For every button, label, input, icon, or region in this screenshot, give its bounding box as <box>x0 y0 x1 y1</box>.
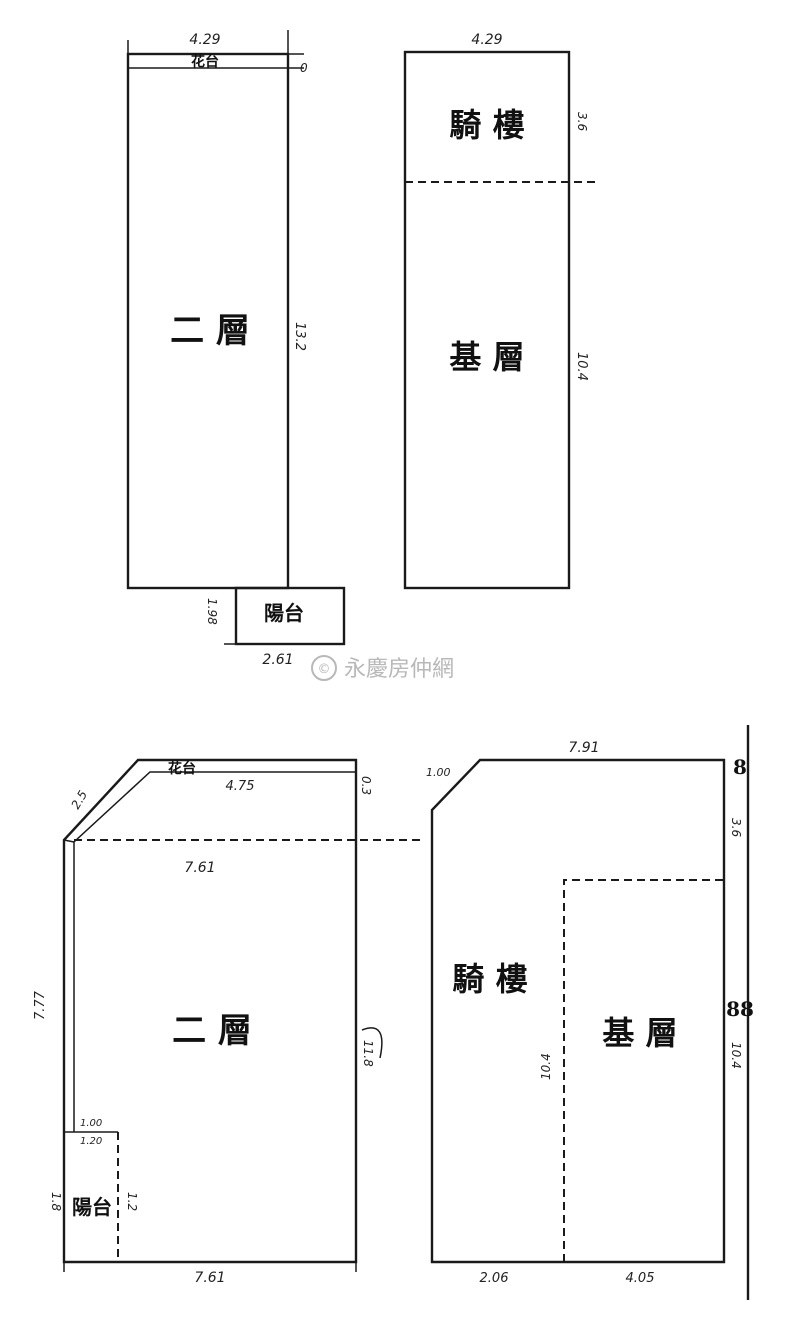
dim-label: 1.8 <box>49 1192 63 1211</box>
room-label-canopy: 花台 <box>168 760 196 777</box>
canopy-joint <box>63 839 75 843</box>
side-mark: 8 <box>733 755 747 779</box>
dim-label: 2.06 <box>480 1271 509 1286</box>
door-swing-mark <box>361 1027 383 1059</box>
dim-label: 2.61 <box>262 652 293 668</box>
dim-label: 10.4 <box>539 1053 553 1080</box>
watermark-text: 永慶房仲網 <box>344 657 454 682</box>
dim-label: 3.6 <box>729 818 743 837</box>
room-label-arcade: 騎 樓 <box>452 960 527 998</box>
room-label-balcony: 陽台 <box>72 1195 112 1219</box>
dim-label: 7.77 <box>33 990 48 1020</box>
dim-label: 4.29 <box>189 32 220 48</box>
room-label-second-floor: 二 層 <box>170 311 250 351</box>
room-label-ground-floor: 基 層 <box>449 338 524 376</box>
balcony-outline <box>234 586 346 646</box>
plan-top-right: 騎 樓 基 層 4.29 3.6 10.4 <box>403 32 596 590</box>
dim-label: 7.61 <box>184 860 215 876</box>
dim-label: 1.00 <box>426 766 451 779</box>
dim-label: 4.75 <box>226 779 255 794</box>
dim-label: 4.29 <box>471 32 502 48</box>
room-label-second-floor: 二 層 <box>172 1011 252 1051</box>
plan-bottom-right: 騎 樓 基 層 1.00 7.91 3.6 10.4 10.4 2.06 4.0… <box>426 725 754 1300</box>
dim-label: 0.3 <box>359 776 373 795</box>
dim-label: 4.05 <box>626 1271 655 1286</box>
room-label-canopy: 花台 <box>191 53 219 70</box>
ground-floor-outline <box>403 50 571 590</box>
copyright-icon <box>311 655 337 681</box>
dim-label: 2.5 <box>68 788 90 812</box>
room-label-balcony: 陽台 <box>264 601 304 625</box>
dim-label: 7.61 <box>194 1270 225 1286</box>
dim-label: 13.2 <box>292 322 307 351</box>
room-label-ground-floor: 基 層 <box>602 1014 677 1052</box>
dim-label: 10.4 <box>729 1042 743 1069</box>
dim-label: 10.4 <box>574 352 589 381</box>
dim-label: 3.6 <box>575 112 589 131</box>
dim-label: 7.91 <box>568 740 599 756</box>
side-mark: 88 <box>726 997 754 1021</box>
dim-label: 1.98 <box>205 598 219 625</box>
arcade-divider <box>563 879 724 1262</box>
plan-bottom-left: 二 層 花台 陽台 2.5 4.75 0.3 7.61 7.77 11.8 1.… <box>33 758 420 1286</box>
canopy-inner-line <box>73 771 356 1132</box>
dim-label: 11.8 <box>361 1040 375 1067</box>
dim-label: 1.00 <box>80 1118 102 1129</box>
watermark: © 永慶房仲網 <box>311 655 454 682</box>
second-floor-outline <box>62 758 358 1264</box>
copyright-icon-glyph: © <box>318 662 331 677</box>
plan-top-left: 二 層 花台 陽台 4.29 0 13.2 1.98 2.61 <box>126 30 346 668</box>
second-floor-outline <box>126 52 290 590</box>
room-label-arcade: 騎 樓 <box>449 106 524 144</box>
dim-label: 1.20 <box>80 1136 102 1147</box>
dim-label: 1.2 <box>125 1192 139 1211</box>
ground-floor-outline <box>430 758 726 1264</box>
dim-label: 0 <box>300 61 308 75</box>
